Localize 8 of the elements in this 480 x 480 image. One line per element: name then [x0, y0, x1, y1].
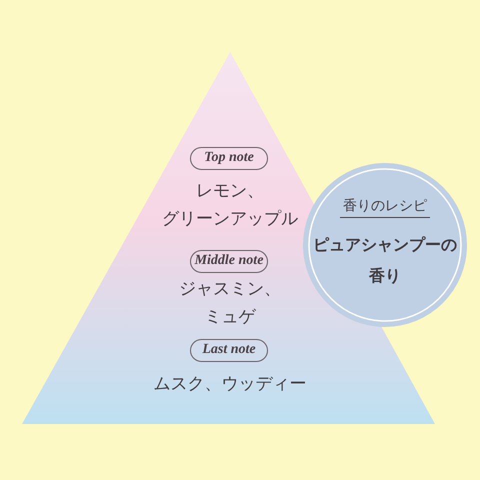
- note-label: Top note: [190, 147, 268, 170]
- recipe-title: ピュアシャンプーの香り: [312, 234, 458, 287]
- ingredient-text: ジャスミン、ミュゲ: [178, 278, 282, 329]
- note-label: Last note: [190, 339, 268, 362]
- ingredient-text: ムスク、ウッディー: [152, 373, 308, 396]
- note-label: Middle note: [190, 250, 268, 273]
- ingredient-text: レモン、グリーンアップル: [161, 180, 299, 231]
- circle-heading: 香りのレシピ: [340, 195, 430, 218]
